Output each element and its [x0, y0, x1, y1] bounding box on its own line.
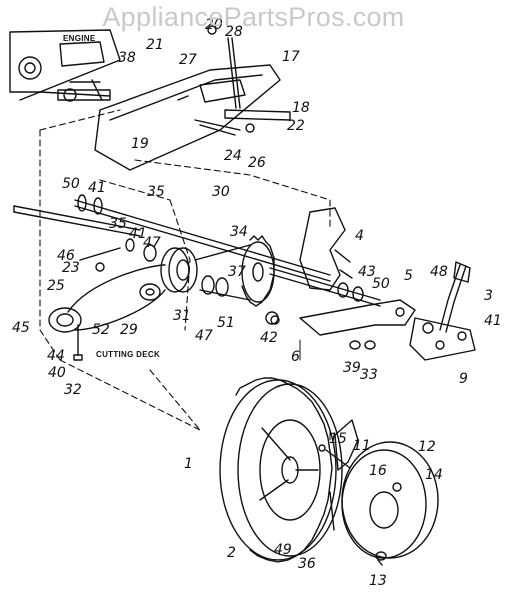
lever-5 [299, 299, 416, 336]
axle-30 [74, 199, 331, 282]
handle-3 [422, 261, 471, 341]
part-number-25: 25 [47, 278, 65, 294]
part-number-32: 32 [64, 382, 82, 398]
part-number-31: 31 [173, 308, 191, 324]
part-number-46: 46 [57, 248, 75, 264]
hubcap-12 [341, 441, 439, 566]
part-number-47a: 47 [143, 235, 161, 251]
part-number-40: 40 [48, 365, 66, 381]
part-number-2: 2 [227, 545, 236, 561]
part-number-52: 52 [92, 322, 110, 338]
part-number-37: 37 [228, 264, 246, 280]
spacers [201, 275, 279, 325]
part-number-45: 45 [12, 320, 30, 336]
part-number-34: 34 [230, 224, 248, 240]
part-number-41a: 41 [88, 180, 106, 196]
part-number-1: 1 [184, 456, 193, 472]
part-number-41b: 41 [129, 226, 147, 242]
engine-label: ENGINE [63, 34, 96, 43]
part-number-18: 18 [292, 100, 310, 116]
shaft-38 [69, 79, 103, 101]
cutting-deck-label: CUTTING DECK [96, 350, 161, 359]
part-number-50b: 50 [372, 276, 390, 292]
part-number-17: 17 [282, 49, 300, 65]
part-number-38: 38 [118, 50, 136, 66]
part-number-24: 24 [224, 148, 242, 164]
part-number-14: 14 [425, 467, 443, 483]
part-number-21: 21 [146, 37, 164, 53]
frame-outline [39, 109, 331, 431]
part-number-49: 49 [274, 542, 292, 558]
plate-9 [409, 317, 476, 361]
nut-13 [375, 551, 387, 561]
wheel-1 [219, 377, 351, 563]
part-number-36: 36 [298, 556, 316, 572]
cover-17 [94, 64, 281, 171]
part-number-28: 28 [225, 24, 243, 40]
part-number-11: 11 [353, 438, 371, 454]
part-number-29: 29 [120, 322, 138, 338]
part-number-33: 33 [360, 367, 378, 383]
part-number-35a: 35 [147, 184, 165, 200]
part-number-42: 42 [260, 330, 278, 346]
drive-shaft [13, 205, 141, 237]
part-number-3: 3 [484, 288, 493, 304]
part-number-51: 51 [217, 315, 235, 331]
engine-block [9, 29, 121, 102]
part-number-26: 26 [248, 155, 266, 171]
part-number-39: 39 [343, 360, 361, 376]
part-number-41c: 41 [484, 313, 502, 329]
part-number-6: 6 [291, 349, 300, 365]
part-number-9: 9 [459, 371, 468, 387]
shaft-43 [269, 267, 381, 307]
part-number-50a: 50 [62, 176, 80, 192]
part-number-30: 30 [212, 184, 230, 200]
part-number-20: 20 [205, 17, 223, 33]
part-number-44: 44 [47, 348, 65, 364]
part-number-16: 16 [369, 463, 387, 479]
part-number-47b: 47 [195, 328, 213, 344]
bracket-4 [299, 207, 353, 291]
part-number-5: 5 [404, 268, 413, 284]
nuts [270, 315, 376, 350]
part-number-48: 48 [430, 264, 448, 280]
bushing-50 [77, 194, 103, 215]
clip-18 [194, 109, 291, 136]
sprocket-34 [241, 235, 275, 307]
pulley-31 [125, 238, 198, 293]
part-number-27: 27 [179, 52, 197, 68]
part-number-4: 4 [355, 228, 364, 244]
bolt-40 [73, 324, 83, 361]
part-number-35b: 35 [109, 216, 127, 232]
control-rod-28 [207, 25, 241, 109]
part-number-22: 22 [287, 118, 305, 134]
ratchet-11 [318, 419, 359, 531]
part-number-15: 15 [329, 431, 347, 447]
part-number-23: 23 [62, 260, 80, 276]
part-number-19: 19 [131, 136, 149, 152]
part-number-13: 13 [369, 573, 387, 589]
part-number-43: 43 [358, 264, 376, 280]
part-number-12: 12 [418, 439, 436, 455]
belt-52 [48, 247, 166, 333]
part-numbers: 1 2 3 4 5 6 9 11 12 13 14 15 16 17 18 19… [12, 17, 502, 589]
